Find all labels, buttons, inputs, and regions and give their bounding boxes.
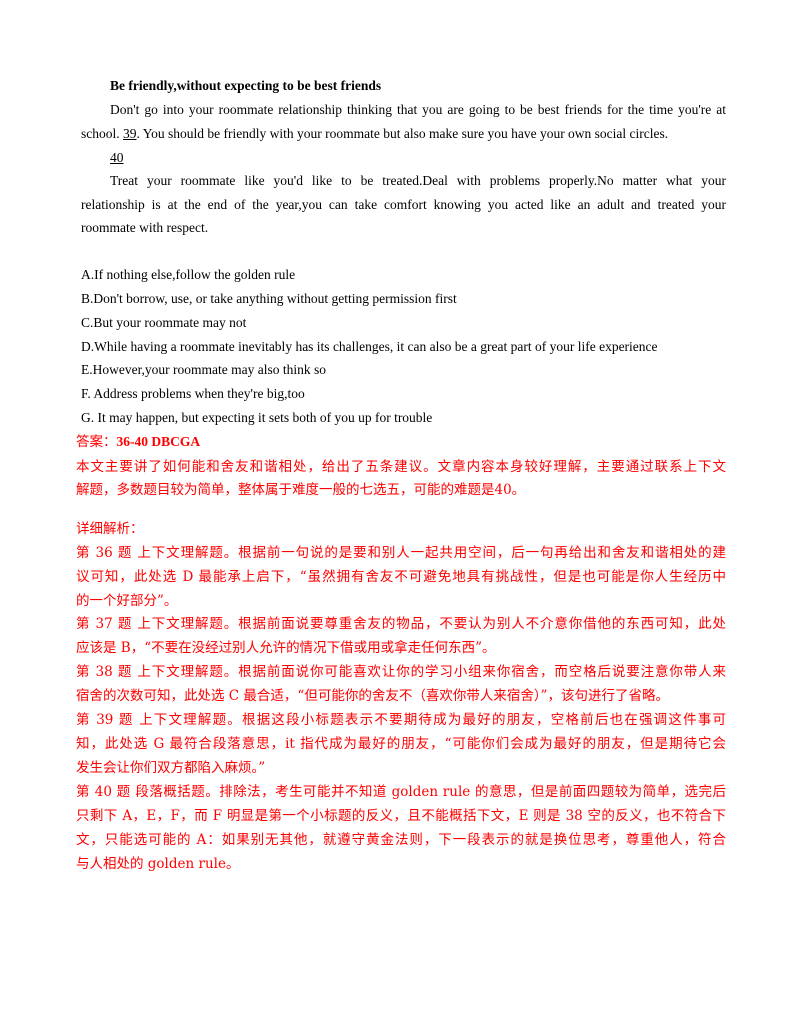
- analysis-q38-line2: 宿舍的次数可知，此处选 C 最合适，“但可能你的舍友不（喜欢你带人来宿舍）”，该…: [76, 688, 669, 704]
- analysis-q37-line1: 第 37 题 上下文理解题。根据前面说要尊重舍友的物品，不要认为别人不介意你借他…: [76, 616, 726, 632]
- passage-p2-line1: Treat your roommate like you'd like to b…: [110, 173, 726, 188]
- analysis-q38-line1: 第 38 题 上下文理解题。根据前面说你可能喜欢让你的学习小组来你宿舍，而空格后…: [76, 664, 726, 680]
- analysis-q40-line1: 第 40 题 段落概括题。排除法，考生可能并不知道 golden rule 的意…: [76, 784, 726, 800]
- analysis-q40-line4: 与人相处的 golden rule。: [76, 856, 240, 872]
- answer-label: 答案：: [76, 434, 117, 450]
- analysis-q36-line3: 的一个好部分”。: [76, 593, 178, 609]
- analysis-q36-line1: 第 36 题 上下文理解题。根据前一句说的是要和别人一起共用空间，后一句再给出和…: [76, 545, 726, 561]
- analysis-q40-line3: 文，只能选可能的 A：如果别无其他，就遵守黄金法则，下一段表示的就是换位思考，尊…: [76, 832, 726, 848]
- analysis-q39-line1: 第 39 题 上下文理解题。根据这段小标题表示不要期待成为最好的朋友，空格前后也…: [76, 712, 726, 728]
- passage-p2-line2: relationship is at the end of the year,y…: [81, 197, 726, 212]
- answer-value: 36-40 DBCGA: [116, 434, 201, 449]
- summary-line1: 本文主要讲了如何能和舍友和谐相处，给出了五条建议。文章内容本身较好理解，主要通过…: [76, 459, 726, 475]
- passage-p2-line3: roommate with respect.: [81, 220, 209, 235]
- answer-line: 答案：36-40 DBCGA: [76, 434, 200, 450]
- option-c: C.But your roommate may not: [81, 315, 247, 330]
- passage-p1-line2: school. 39. You should be friendly with …: [81, 126, 668, 142]
- analysis-q39-line3: 发生会让你们双方都陷入麻烦。”: [76, 760, 266, 776]
- blank-40: 40: [110, 150, 124, 165]
- analysis-q39-line2: 知，此处选 G 最符合段落意思，it 指代成为最好的朋友，“可能你们会成为最好的…: [76, 736, 726, 752]
- analysis-q37-line2: 应该是 B，“不要在没经过别人允许的情况下借或用或拿走任何东西”。: [76, 640, 496, 656]
- summary-line2: 解题，多数题目较为简单，整体属于难度一般的七选五，可能的难题是40。: [76, 482, 526, 498]
- option-b: B.Don't borrow, use, or take anything wi…: [81, 291, 457, 306]
- passage-heading: Be friendly,without expecting to be best…: [110, 78, 382, 93]
- option-f: F. Address problems when they're big,too: [81, 386, 305, 401]
- analysis-q36-line2: 议可知，此处选 D 最能承上启下，“虽然拥有舍友不可避免地具有挑战性，但是也可能…: [76, 569, 726, 585]
- passage-p1-line2-a: school.: [81, 126, 123, 141]
- option-g: G. It may happen, but expecting it sets …: [81, 410, 433, 425]
- option-a: A.If nothing else,follow the golden rule: [81, 267, 296, 282]
- option-d: D.While having a roommate inevitably has…: [81, 339, 658, 354]
- option-e: E.However,your roommate may also think s…: [81, 362, 327, 377]
- passage-p1-line1: Don't go into your roommate relationship…: [110, 102, 726, 117]
- passage-p1-line2-b: . You should be friendly with your roomm…: [136, 126, 669, 141]
- analysis-q40-line2: 只剩下 A，E，F，而 F 明显是第一个小标题的反义，且不能概括下文，E 则是 …: [76, 808, 726, 824]
- analysis-heading: 详细解析：: [76, 521, 144, 537]
- blank-39: 39: [123, 126, 137, 141]
